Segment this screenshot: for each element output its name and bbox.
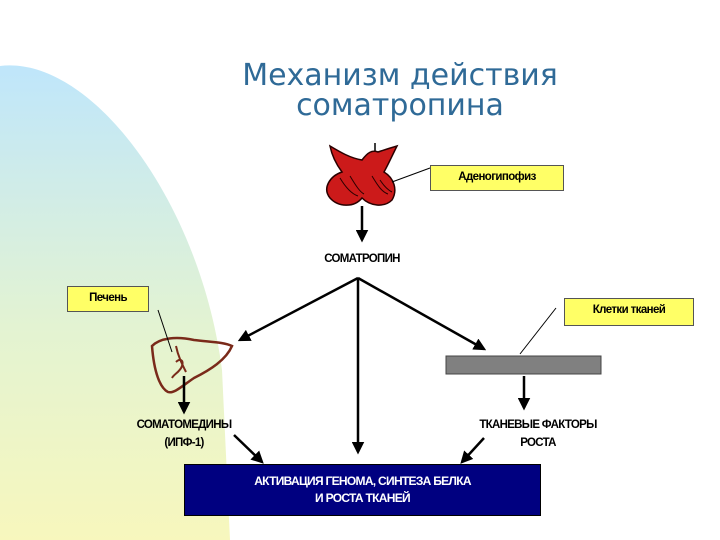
somatomedins-label-line1: СОМАТОМЕДИНЫ xyxy=(136,419,233,431)
tissue-factors-label-line2: РОСТА xyxy=(520,437,556,449)
result-box: АКТИВАЦИЯ ГЕНОМА, СИНТЕЗА БЕЛКА И РОСТА … xyxy=(184,464,541,516)
pituitary-gland-icon xyxy=(326,143,399,206)
somatropin-label: СОМАТРОПИН xyxy=(324,253,400,265)
somatomedins-label-line2: (ИПФ-1) xyxy=(164,437,204,449)
adenohypophysis-callout: Аденогипофиз xyxy=(430,165,564,191)
slide-title-line2: соматропина xyxy=(296,88,504,123)
result-line1: АКТИВАЦИЯ ГЕНОМА, СИНТЕЗА БЕЛКА xyxy=(254,474,471,488)
liver-callout: Печень xyxy=(67,286,149,312)
slide-title-line1: Механизм действия xyxy=(242,58,558,93)
tissue-bar xyxy=(445,355,602,375)
tissue-factors-label-line1: ТКАНЕВЫЕ ФАКТОРЫ xyxy=(479,419,597,431)
tissue-cells-callout: Клетки тканей xyxy=(564,298,694,326)
result-line2: И РОСТА ТКАНЕЙ xyxy=(315,491,411,505)
liver-icon xyxy=(150,336,234,394)
